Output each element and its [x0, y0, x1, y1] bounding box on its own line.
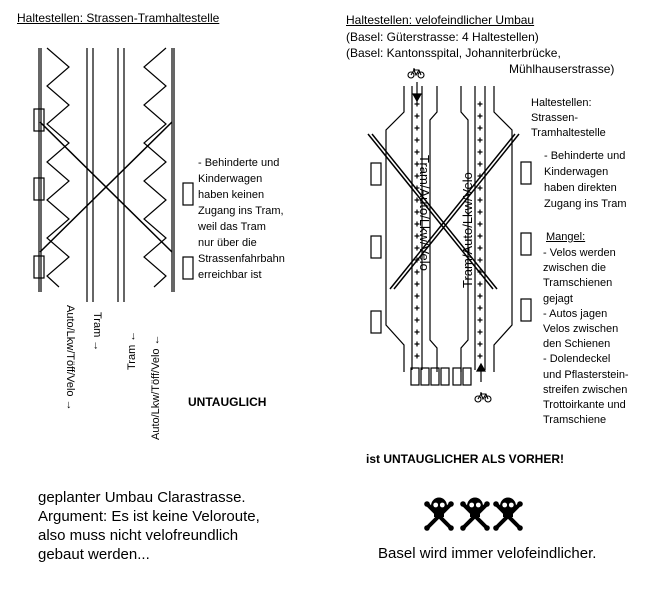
- left-platforms: [33, 108, 194, 280]
- note-line: Zugang ins Tram: [544, 198, 627, 210]
- left-access-note: - Behinderte und Kinderwagen haben keine…: [198, 155, 285, 283]
- right-title: Haltestellen: velofeindlicher Umbau: [346, 13, 535, 27]
- left-street-lines: [38, 48, 175, 302]
- caption-line: Argument: Es ist keine Veloroute,: [38, 508, 260, 525]
- defect-line: - Velos werden: [543, 247, 616, 259]
- left-zigzags: [46, 47, 167, 288]
- defect-line: Tramschiene: [543, 414, 607, 427]
- bicycle-icon: [474, 392, 492, 403]
- defect-line: Trottoirkante und: [543, 399, 626, 412]
- note-line: Kinderwagen: [544, 166, 609, 178]
- defect-line: zwischen die: [543, 262, 606, 275]
- note-line: weil das Tram: [198, 221, 266, 233]
- defects-list: - Velos werden zwischen die Tramschienen…: [543, 246, 629, 428]
- skull-crossbones-icon: [424, 497, 454, 531]
- right-verdict: ist UNTAUGLICHER ALS VORHER!: [366, 452, 564, 466]
- drain-covers: [410, 367, 472, 386]
- note-line: Zugang ins Tram,: [198, 205, 284, 217]
- defect-line: und Pflasterstein-: [543, 368, 629, 381]
- right-access-note: - Behinderte und Kinderwagen haben direk…: [544, 148, 627, 212]
- right-lane-label-up: Tram/Auto/Lkw/Velo: [460, 172, 475, 288]
- caption-line: also muss nicht velofreundlich: [38, 527, 239, 544]
- caption-line: gebaut werden...: [38, 546, 150, 563]
- defect-line: Tramschienen: [543, 277, 613, 290]
- lane-label-car-right: Auto/Lkw/Töff/Velo →: [64, 305, 76, 411]
- lane-label-tram-right: Tram →: [91, 312, 103, 352]
- stop-label-line: Haltestellen:: [531, 97, 592, 109]
- right-lane-label-down: Tram/Auto/Lkw/Velo: [417, 155, 432, 271]
- lane-label-tram-left: Tram ←: [126, 330, 138, 370]
- note-line: nur über die: [198, 237, 257, 249]
- left-title: Haltestellen: Strassen-Tramhaltestelle: [17, 11, 220, 25]
- defect-line: gejagt: [543, 292, 573, 305]
- right-cross-out: [367, 133, 520, 290]
- note-line: haben keinen: [198, 189, 265, 201]
- note-line: Strassenfahrbahn: [198, 253, 285, 265]
- defect-line: streifen zwischen: [543, 383, 628, 396]
- note-line: haben direkten: [544, 182, 617, 194]
- right-tram-rails: [411, 86, 486, 370]
- lane-label-car-left: Auto/Lkw/Töff/Velo ←: [150, 334, 162, 440]
- note-line: - Behinderte und: [544, 150, 626, 162]
- note-line: - Behinderte und: [198, 157, 280, 169]
- stop-label-line: Tramhaltestelle: [531, 127, 606, 139]
- left-cross-out: [39, 121, 173, 253]
- right-island-curbs: [429, 86, 469, 372]
- right-stop-label: Haltestellen: Strassen- Tramhaltestelle: [531, 96, 606, 141]
- right-subtitle-3: Mühlhauserstrasse): [509, 62, 615, 76]
- right-caption: Basel wird immer velofeindlicher.: [378, 545, 597, 562]
- skull-crossbones-icon: [493, 497, 523, 531]
- skull-crossbones-icon: [460, 497, 490, 531]
- left-caption: geplanter Umbau Clarastrasse. Argument: …: [38, 488, 260, 564]
- note-line: erreichbar ist: [198, 269, 262, 281]
- right-subtitle-1: (Basel: Güterstrasse: 4 Haltestellen): [346, 30, 539, 44]
- bike-direction-arrows: [411, 82, 487, 382]
- right-subtitle-2: (Basel: Kantonsspital, Johanniterbrücke,: [346, 46, 561, 60]
- rail-sleeper-marks: [414, 101, 483, 359]
- defect-line: - Autos jagen: [543, 307, 608, 320]
- left-verdict: UNTAUGLICH: [188, 395, 267, 409]
- right-outer-curbs: [385, 86, 513, 372]
- defect-line: Velos zwischen: [543, 323, 619, 336]
- defect-line: - Dolendeckel: [543, 353, 611, 366]
- stop-label-line: Strassen-: [531, 112, 579, 124]
- bicycle-icon: [407, 68, 425, 79]
- caption-line: geplanter Umbau Clarastrasse.: [38, 489, 246, 506]
- note-line: Kinderwagen: [198, 173, 263, 185]
- defect-line: den Schienen: [543, 338, 611, 351]
- right-platforms: [370, 161, 532, 334]
- defects-title: Mangel:: [546, 231, 586, 243]
